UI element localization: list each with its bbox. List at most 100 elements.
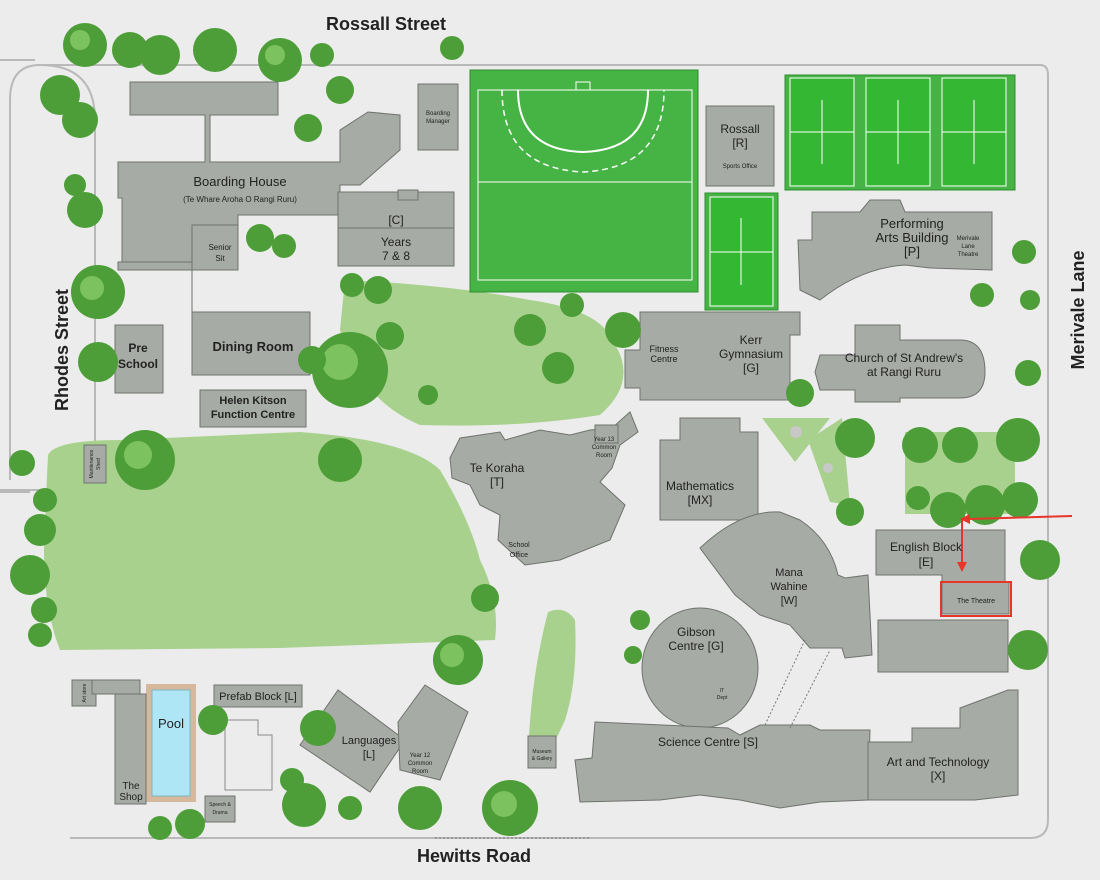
museum-gallery-building	[527, 735, 557, 769]
mana-code-label: [W]	[781, 595, 798, 607]
trees	[9, 23, 1060, 840]
art-technology-building	[867, 689, 1019, 801]
english-block-label: English Block	[890, 540, 963, 554]
walkways	[435, 639, 831, 839]
te-koraha-building	[449, 411, 639, 566]
art-store-label: Art store	[82, 683, 88, 702]
rossall-street-label: Rossall Street	[326, 14, 446, 34]
central-lawn	[340, 280, 624, 426]
science-centre-building	[574, 721, 871, 809]
boarding-manager-building	[417, 83, 459, 151]
performing-arts-building	[797, 199, 993, 301]
pre-school-label-1: Pre	[128, 341, 148, 355]
helen-kitson-label-2: Function Centre	[211, 409, 295, 421]
senior-sit-building	[191, 224, 239, 271]
pre-school-building	[114, 324, 164, 394]
dining-room-label: Dining Room	[213, 339, 294, 354]
mana-wahine-label-2: Wahine	[771, 581, 808, 593]
boarding-manager-label-2: Manager	[426, 119, 450, 125]
museum-label-1: Museum	[532, 749, 551, 755]
rhodes-street-label: Rhodes Street	[52, 289, 72, 411]
building-labels: Boarding House (Te Whare Aroha O Rangi R…	[82, 111, 995, 816]
highlight-arrow	[940, 514, 1073, 617]
kerr-label-1: Kerr	[740, 333, 763, 347]
maintenance-extra	[594, 424, 619, 444]
art-tech-code-label: [X]	[931, 769, 946, 783]
mana-wahine-label-1: Mana	[775, 567, 803, 579]
year12-label-1: Year 12	[410, 753, 431, 759]
pre-school-label-2: School	[118, 357, 158, 371]
fitness-label-2: Centre	[650, 354, 677, 364]
it-dept-label-1: IT	[720, 688, 724, 694]
church-label-2: at Rangi Ruru	[867, 365, 941, 379]
tennis-courts	[704, 74, 1016, 311]
gibson-label-1: Gibson	[677, 625, 715, 639]
year12-label-2: Common	[408, 761, 432, 767]
art-store-connector	[91, 679, 141, 695]
buildings	[71, 81, 1019, 823]
languages-code-label: [L]	[363, 749, 375, 761]
merivale-theatre-label-2: Lane	[961, 244, 975, 250]
senior-sit-label-2: Sit	[215, 254, 225, 263]
boarding-house-label: Boarding House	[193, 174, 286, 189]
merivale-theatre-label-3: Theatre	[958, 252, 979, 258]
speech-drama-building	[204, 795, 236, 823]
dining-room-main	[191, 311, 311, 376]
the-shop-label-1: The	[122, 781, 140, 792]
mana-wahine-building	[699, 511, 873, 659]
helen-kitson-label-1: Helen Kitson	[219, 395, 287, 407]
english-block-building	[875, 529, 1006, 583]
year13-label-1: Year 13	[594, 437, 615, 443]
hewitts-road-label: Hewitts Road	[417, 846, 531, 866]
te-koraha-label: Te Koraha	[470, 461, 525, 475]
boarding-house-sub-label: (Te Whare Aroha O Rangi Ruru)	[183, 195, 297, 204]
street-labels: Rossall Street Hewitts Road Rhodes Stree…	[52, 14, 1088, 866]
year12-room-building	[397, 684, 469, 781]
kerr-code-label: [G]	[743, 361, 759, 375]
languages-label: Languages	[342, 735, 397, 747]
senior-sit-label-1: Senior	[208, 243, 231, 252]
helen-kitson-building	[199, 389, 307, 428]
kerr-label-2: Gymnasium	[719, 347, 783, 361]
the-shop-label-2: Shop	[119, 792, 143, 803]
english-code-label: [E]	[919, 555, 934, 569]
maintenance-label-2: Shed	[96, 458, 102, 470]
speech-drama-outline	[224, 719, 273, 791]
te-koraha-code-label: [T]	[490, 475, 504, 489]
art-tech-upper	[877, 619, 1009, 673]
pool-label: Pool	[158, 716, 184, 731]
years78-label-1: Years	[381, 235, 411, 249]
science-label: Science Centre [S]	[658, 735, 758, 749]
performing-label-1: Performing	[880, 216, 944, 231]
prefab-label: Prefab Block [L]	[219, 691, 297, 703]
merivale-lane-label: Merivale Lane	[1068, 250, 1088, 369]
south-path-lawn	[528, 609, 576, 760]
maintenance-label-1: Maintenance	[89, 449, 95, 478]
maintenance-shed-building	[83, 444, 107, 484]
gibson-label-2: Centre [G]	[668, 639, 723, 653]
hockey-field	[469, 69, 699, 293]
statue	[823, 463, 833, 473]
boarding-manager-label-1: Boarding	[426, 111, 450, 117]
museum-label-2: & Gallery	[532, 756, 553, 762]
rossall-label: Rossall	[720, 122, 759, 136]
rossall-sports-label: Sports Office	[723, 164, 758, 170]
church-building	[814, 324, 986, 403]
church-label-1: Church of St Andrew's	[845, 351, 963, 365]
fountain	[790, 426, 802, 438]
school-office-label-2: Office	[510, 552, 528, 559]
art-tech-label-1: Art and Technology	[887, 755, 990, 769]
years78-code-label: [C]	[388, 213, 403, 227]
years78-label-2: 7 & 8	[382, 249, 410, 263]
pool	[151, 689, 191, 797]
school-office-label-1: School	[508, 542, 530, 549]
mathematics-label: Mathematics	[666, 479, 734, 493]
speech-label-2: Drama	[212, 810, 227, 816]
speech-label-1: Speech &	[209, 802, 231, 808]
performing-code-label: [P]	[904, 244, 920, 259]
the-shop-building	[114, 693, 147, 805]
it-dept-label-2: Dept	[717, 695, 728, 701]
main-lawn	[44, 432, 496, 650]
year12-label-3: Room	[412, 769, 428, 775]
